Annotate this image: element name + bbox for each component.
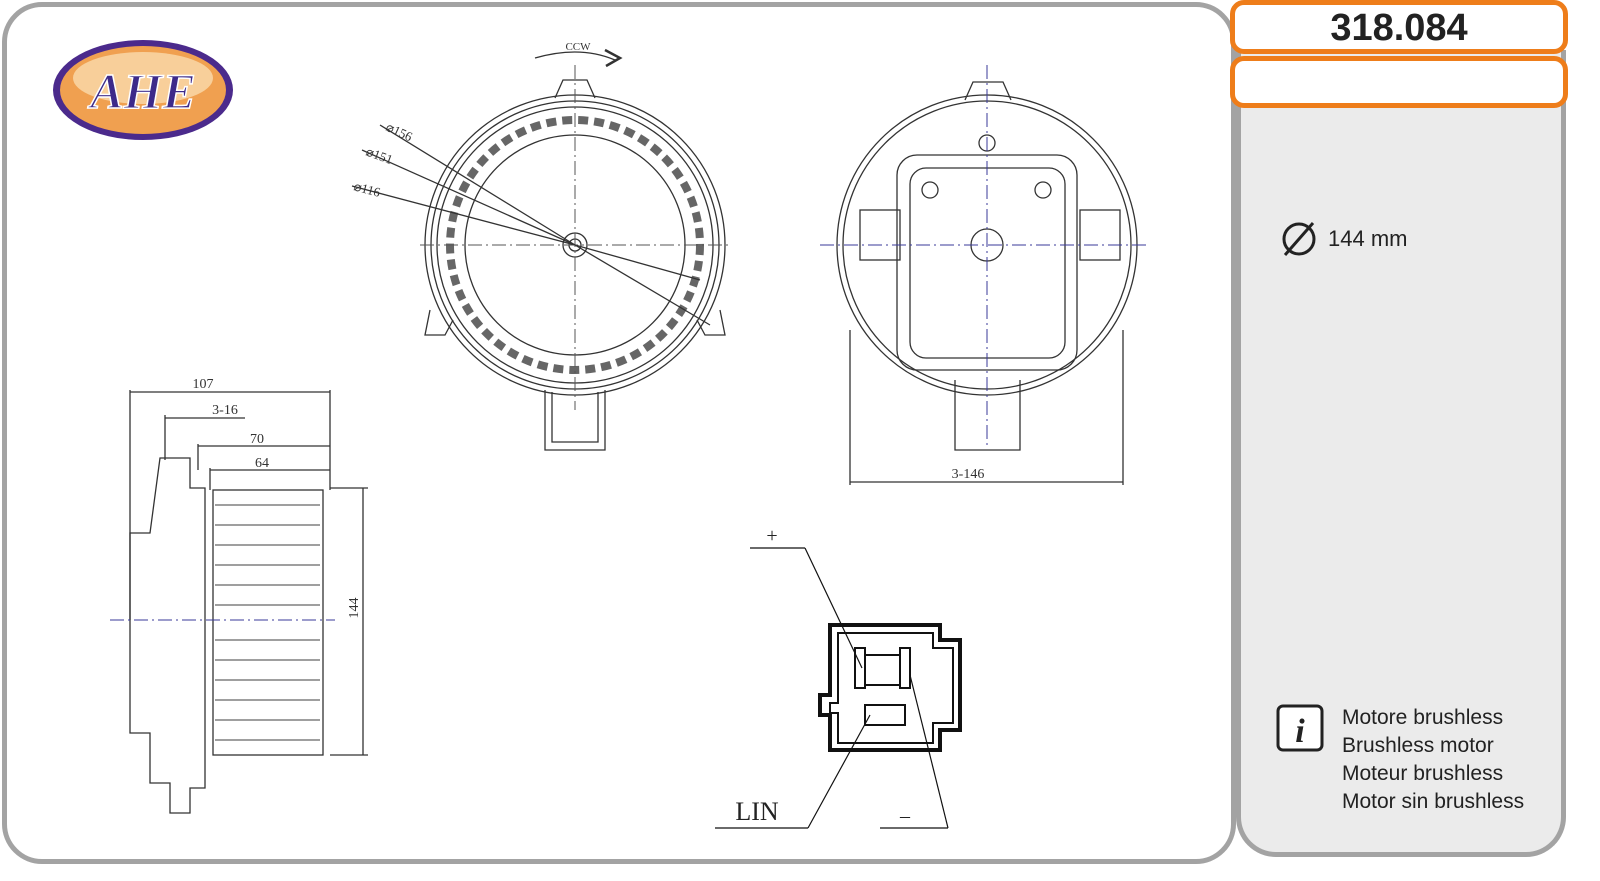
dim-3-16: 3-16 [212, 403, 238, 418]
dim-156: ⌀156 [384, 119, 416, 144]
dim-116: ⌀116 [352, 178, 382, 200]
drawing-panel [2, 2, 1236, 864]
product-code: 318.084 [1230, 0, 1568, 54]
info-block: i Motore brushless Brushless motor Moteu… [1276, 704, 1524, 816]
back-view [820, 65, 1150, 485]
dim-64: 64 [255, 456, 269, 471]
diameter-value: 144 mm [1328, 226, 1408, 251]
diameter-spec: 144 mm [1280, 220, 1407, 258]
diameter-icon [1282, 222, 1316, 256]
dim-3-146: 3-146 [952, 467, 985, 482]
pin-lin-label: LIN [735, 797, 779, 826]
pin-plus-label: + [766, 525, 777, 547]
dim-107: 107 [193, 377, 214, 392]
dim-144: 144 [347, 598, 362, 619]
technical-drawing: AHE CCW ⌀156 ⌀151 ⌀116 3-146 107 3-16 70… [53, 40, 1150, 829]
info-icon: i [1276, 704, 1324, 752]
side-view [110, 390, 368, 814]
rotation-label: CCW [565, 41, 591, 53]
ahe-logo: AHE [53, 40, 233, 140]
info-line-es: Motor sin brushless [1342, 790, 1525, 813]
dim-70: 70 [250, 432, 264, 447]
info-line-fr: Moteur brushless [1342, 762, 1504, 785]
pin-minus-label: – [899, 805, 911, 827]
info-line-en: Brushless motor [1342, 734, 1494, 757]
connector-pinout [715, 547, 962, 829]
secondary-code-box [1230, 56, 1568, 108]
dim-151: ⌀151 [364, 144, 395, 167]
front-view [351, 48, 730, 451]
info-line-it: Motore brushless [1342, 706, 1504, 729]
svg-text:i: i [1295, 713, 1305, 750]
svg-text:AHE: AHE [87, 63, 196, 119]
